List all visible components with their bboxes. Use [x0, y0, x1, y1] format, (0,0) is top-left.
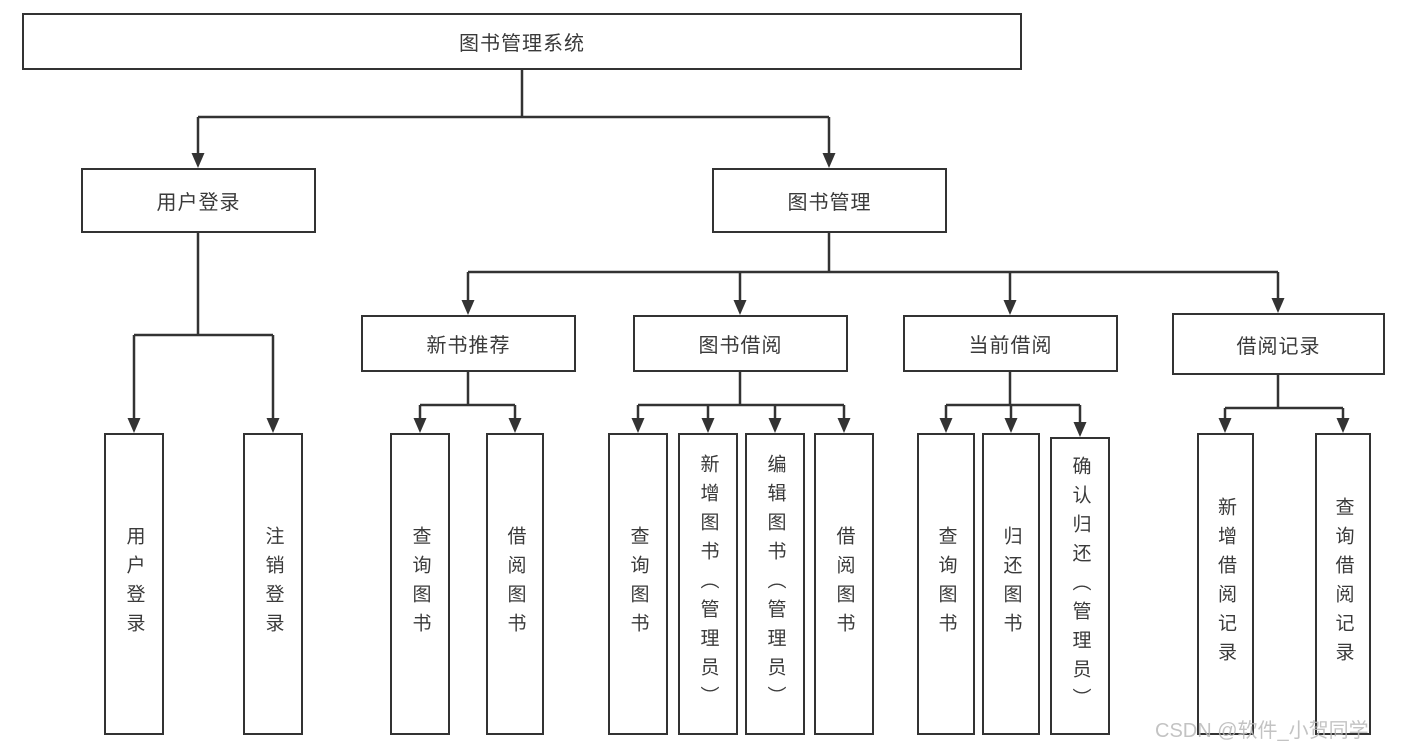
arrowhead-icon: [1271, 298, 1285, 313]
watermark: CSDN @软件_小贺同学: [1155, 720, 1369, 742]
leaf-records-query-record: 查询借阅记录: [1315, 433, 1371, 735]
arrowhead-icon: [413, 418, 427, 433]
leaf-borrowing-edit-books-admin: 编辑图书（管理员）: [745, 433, 805, 735]
arrowhead-icon: [508, 418, 522, 433]
leaf-borrowing-add-books-admin: 新增图书（管理员）: [678, 433, 738, 735]
node-book-borrowing-label: 图书借阅: [698, 335, 783, 357]
arrowhead-icon: [1073, 422, 1087, 437]
node-borrowing-records-label: 借阅记录: [1236, 335, 1321, 358]
arrowhead-icon: [1003, 300, 1017, 315]
arrowhead-icon: [701, 418, 715, 433]
arrowhead-icon: [631, 418, 645, 433]
leaf-borrowing-add-books-admin-label: 新增图书（管理员）: [697, 453, 719, 715]
leaf-borrowing-edit-books-admin-label: 编辑图书（管理员）: [764, 453, 786, 715]
leaf-current-query-books: 查询图书: [917, 433, 975, 735]
arrowhead-icon: [1004, 418, 1018, 433]
arrowhead-icon: [822, 153, 836, 168]
arrowhead-icon: [127, 418, 141, 433]
node-root-library-system: 图书管理系统: [22, 13, 1022, 70]
leaf-records-add-record-label: 新增借阅记录: [1215, 497, 1236, 671]
leaf-recommend-borrow-books: 借阅图书: [486, 433, 544, 735]
node-new-book-recommend: 新书推荐: [361, 315, 576, 372]
leaf-borrowing-borrow-books-label: 借阅图书: [833, 526, 855, 642]
arrowhead-icon: [939, 418, 953, 433]
node-borrowing-records: 借阅记录: [1172, 313, 1385, 375]
node-book-management: 图书管理: [712, 168, 947, 233]
leaf-current-query-books-label: 查询图书: [935, 526, 957, 642]
node-book-borrowing: 图书借阅: [633, 315, 848, 372]
arrowhead-icon: [733, 300, 747, 315]
arrowhead-icon: [768, 418, 782, 433]
leaf-records-add-record: 新增借阅记录: [1197, 433, 1254, 735]
node-current-borrowing: 当前借阅: [903, 315, 1118, 372]
leaf-recommend-borrow-books-label: 借阅图书: [504, 526, 526, 642]
leaf-current-return-books-label: 归还图书: [1000, 526, 1022, 642]
arrowhead-icon: [461, 300, 475, 315]
leaf-current-return-books: 归还图书: [982, 433, 1040, 735]
arrowhead-icon: [266, 418, 280, 433]
leaf-borrowing-query-books: 查询图书: [608, 433, 668, 735]
node-user-login: 用户登录: [81, 168, 316, 233]
node-user-login-label: 用户登录: [156, 192, 241, 214]
leaf-current-confirm-return-admin: 确认归还（管理员）: [1050, 437, 1110, 735]
arrowhead-icon: [191, 153, 205, 168]
node-current-borrowing-label: 当前借阅: [968, 335, 1053, 357]
leaf-recommend-query-books: 查询图书: [390, 433, 450, 735]
arrowhead-icon: [837, 418, 851, 433]
leaf-borrowing-borrow-books: 借阅图书: [814, 433, 874, 735]
node-book-management-label: 图书管理: [787, 192, 872, 214]
leaf-logout: 注销登录: [243, 433, 303, 735]
leaf-user-login: 用户登录: [104, 433, 164, 735]
leaf-current-confirm-return-admin-label: 确认归还（管理员）: [1069, 455, 1091, 717]
leaf-borrowing-query-books-label: 查询图书: [627, 526, 649, 642]
arrowhead-icon: [1336, 418, 1350, 433]
leaf-user-login-label: 用户登录: [123, 526, 145, 642]
leaf-recommend-query-books-label: 查询图书: [409, 526, 431, 642]
node-new-book-recommend-label: 新书推荐: [426, 335, 511, 357]
leaf-logout-label: 注销登录: [262, 526, 284, 642]
arrowhead-icon: [1218, 418, 1232, 433]
node-root-label: 图书管理系统: [459, 33, 585, 55]
leaf-records-query-record-label: 查询借阅记录: [1332, 497, 1354, 671]
